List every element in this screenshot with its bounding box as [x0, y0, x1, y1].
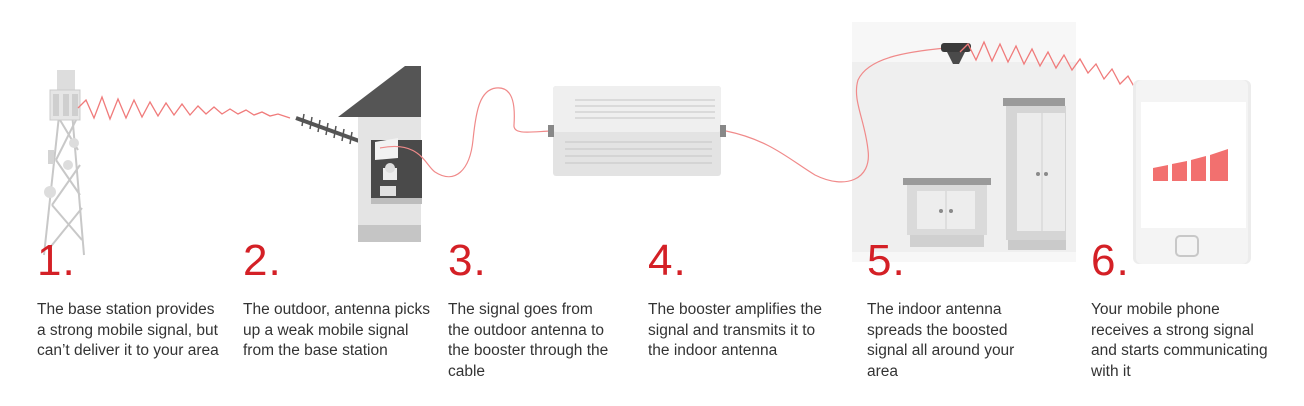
wardrobe-icon: [1003, 98, 1066, 250]
step-5-description: The indoor antenna spreads the boosted s…: [867, 301, 1015, 380]
step-4-description: The booster amplifies the signal and tra…: [648, 301, 823, 359]
boosted-signal-wave: [959, 40, 1141, 91]
step-3: 3. The signal goes from the outdoor ante…: [448, 236, 663, 382]
step-6-description: Your mobile phone receives a strong sign…: [1091, 301, 1268, 380]
nightstand-icon: [903, 178, 991, 247]
booster-device-icon: [548, 86, 726, 176]
step-4-number: 4.: [648, 236, 687, 285]
step-6-number: 6.: [1091, 236, 1130, 285]
step-3-number: 3.: [448, 236, 487, 285]
outdoor-antenna-icon: [295, 113, 363, 145]
step-2: 2. The outdoor, antenna picks up a weak …: [243, 236, 458, 362]
cable-to-indoor-antenna: [725, 47, 946, 183]
step-6: 6. Your mobile phone receives a strong s…: [1091, 236, 1304, 382]
step-1: 1. The base station provides a strong mo…: [37, 236, 252, 362]
step-5: 5. The indoor antenna spreads the booste…: [867, 236, 1082, 382]
signal-bars-icon: [1153, 149, 1228, 181]
step-3-description: The signal goes from the outdoor antenna…: [448, 301, 609, 380]
base-station-tower-icon: [43, 70, 85, 256]
step-2-description: The outdoor, antenna picks up a weak mob…: [243, 301, 430, 359]
weak-signal-wave: [77, 95, 291, 121]
step-5-number: 5.: [867, 236, 906, 285]
step-1-number: 1.: [37, 236, 76, 285]
indoor-antenna-icon: [941, 43, 971, 64]
step-1-description: The base station provides a strong mobil…: [37, 301, 219, 359]
house-icon: [338, 66, 422, 242]
step-4: 4. The booster amplifies the signal and …: [648, 236, 863, 362]
cable-to-booster: [379, 87, 551, 178]
step-2-number: 2.: [243, 236, 282, 285]
